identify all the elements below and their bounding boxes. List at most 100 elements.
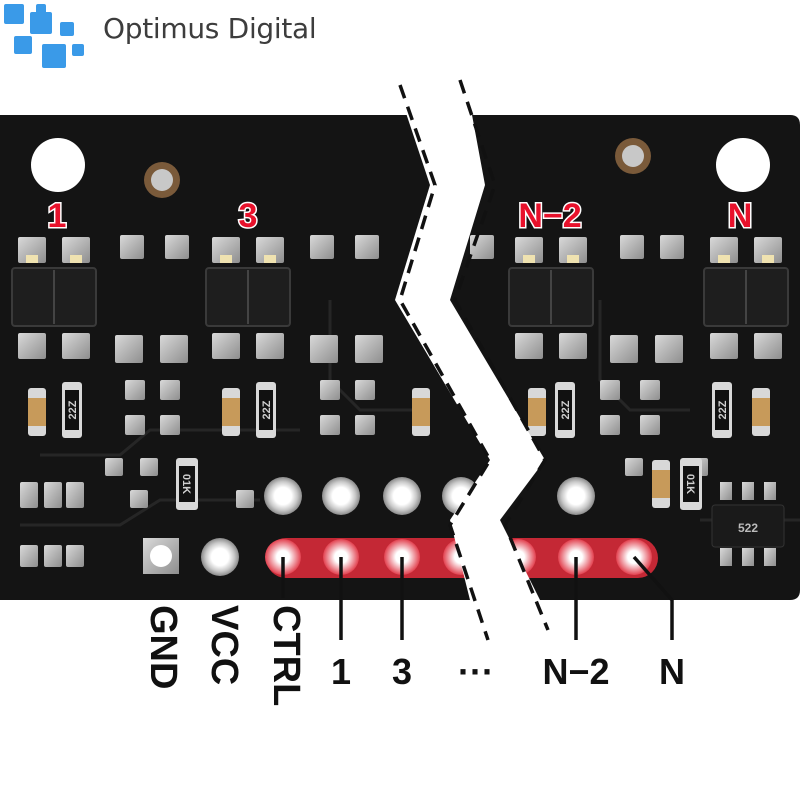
- capacitor-body: [222, 398, 240, 426]
- capacitor-body: [528, 398, 546, 426]
- ir-sensor: [11, 237, 97, 359]
- vcc-hole: [201, 538, 239, 576]
- emitter-window: [718, 255, 730, 263]
- sensor-lead: [754, 237, 782, 263]
- smd-pad: [20, 482, 38, 508]
- ic-body: [711, 504, 785, 548]
- resistor-face: [179, 466, 195, 502]
- pin-label: 1: [331, 651, 351, 692]
- ic-lead: [742, 548, 754, 566]
- ir-sensor: [703, 237, 789, 359]
- resistor-code: 22Z: [560, 400, 572, 419]
- header-hole-top: [383, 477, 421, 515]
- sensor-lead: [256, 237, 284, 263]
- break-line-right: [453, 79, 550, 631]
- ir-sensor: [205, 237, 291, 359]
- smd-pad: [310, 335, 338, 363]
- smd-pad: [620, 235, 644, 259]
- sensor-lead: [710, 333, 738, 359]
- smd-pad: [125, 380, 145, 400]
- smd-pad: [44, 545, 62, 567]
- ic-lead: [764, 482, 776, 500]
- break-line-left: [398, 84, 493, 641]
- capacitor: [752, 388, 770, 436]
- smd-pad: [310, 235, 334, 259]
- sensor-lead: [515, 237, 543, 263]
- ir-sensors: [11, 237, 789, 359]
- pin-label: N−2: [542, 651, 609, 692]
- sensor-lead: [18, 333, 46, 359]
- header-hole-top: [322, 477, 360, 515]
- resistor-face: [259, 390, 273, 430]
- pin-label: N: [659, 651, 685, 692]
- capacitor: [412, 388, 430, 436]
- capacitor-body: [652, 470, 670, 498]
- smd-pad: [115, 335, 143, 363]
- pin-label-vertical: GND: [142, 605, 184, 689]
- detector-window: [567, 255, 579, 263]
- smd-pad: [130, 490, 148, 508]
- sensor-lead: [256, 333, 284, 359]
- smd-pad: [600, 380, 620, 400]
- sensor-lead: [559, 237, 587, 263]
- smd-pad: [66, 482, 84, 508]
- resistor-code: 01K: [684, 474, 696, 494]
- smd-pad: [160, 380, 180, 400]
- mounting-hole-right: [716, 138, 770, 192]
- via-silver-right: [622, 145, 644, 167]
- brand-name: Optimus Digital: [103, 12, 317, 45]
- resistor: 22Z: [555, 382, 575, 438]
- sensor-labels: 1 3 N−2 N: [46, 196, 754, 237]
- smd-pad: [20, 545, 38, 567]
- smd-pad: [355, 335, 383, 363]
- smd-pad: [640, 380, 660, 400]
- ic-lead: [720, 482, 732, 500]
- smd-pad: [125, 415, 145, 435]
- gnd-hole: [150, 545, 172, 567]
- resistor-face: [715, 390, 729, 430]
- pin-label: 3: [392, 651, 412, 692]
- sensor-label: N: [728, 197, 753, 235]
- logo-square: [36, 4, 46, 14]
- sensor-label: 3: [239, 197, 258, 235]
- emitter-window: [220, 255, 232, 263]
- smd-pad: [160, 335, 188, 363]
- sensor-label: N−2: [518, 197, 581, 235]
- pin-label: ···: [458, 651, 494, 692]
- logo-square: [4, 4, 24, 24]
- resistor-face: [683, 466, 699, 502]
- logo-square: [14, 36, 32, 54]
- smd-pad: [44, 482, 62, 508]
- smd-pad: [320, 380, 340, 400]
- sensor-label: 1: [48, 197, 67, 235]
- resistor-code: 22Z: [261, 400, 273, 419]
- pin-label-vertical: VCC: [203, 605, 245, 685]
- logo-square: [60, 22, 74, 36]
- smd-pad: [355, 235, 379, 259]
- capacitor: [652, 460, 670, 508]
- smd-pad: [236, 490, 254, 508]
- capacitor-body: [752, 398, 770, 426]
- sensor-lead: [710, 237, 738, 263]
- ic-lead: [720, 548, 732, 566]
- smd-pad: [470, 235, 494, 259]
- resistor: 01K: [176, 458, 198, 510]
- smd-pad: [655, 335, 683, 363]
- detector-window: [70, 255, 82, 263]
- smd-pad: [105, 458, 123, 476]
- resistor-face: [65, 390, 79, 430]
- capacitor: [222, 388, 240, 436]
- smd-pad: [165, 235, 189, 259]
- sensor-lead: [212, 333, 240, 359]
- capacitor: [528, 388, 546, 436]
- mounting-hole-left: [31, 138, 85, 192]
- smd-pad: [640, 415, 660, 435]
- resistor: 22Z: [256, 382, 276, 438]
- ic-code: 522: [738, 521, 758, 535]
- header-hole-top: [557, 477, 595, 515]
- logo-square: [72, 44, 84, 56]
